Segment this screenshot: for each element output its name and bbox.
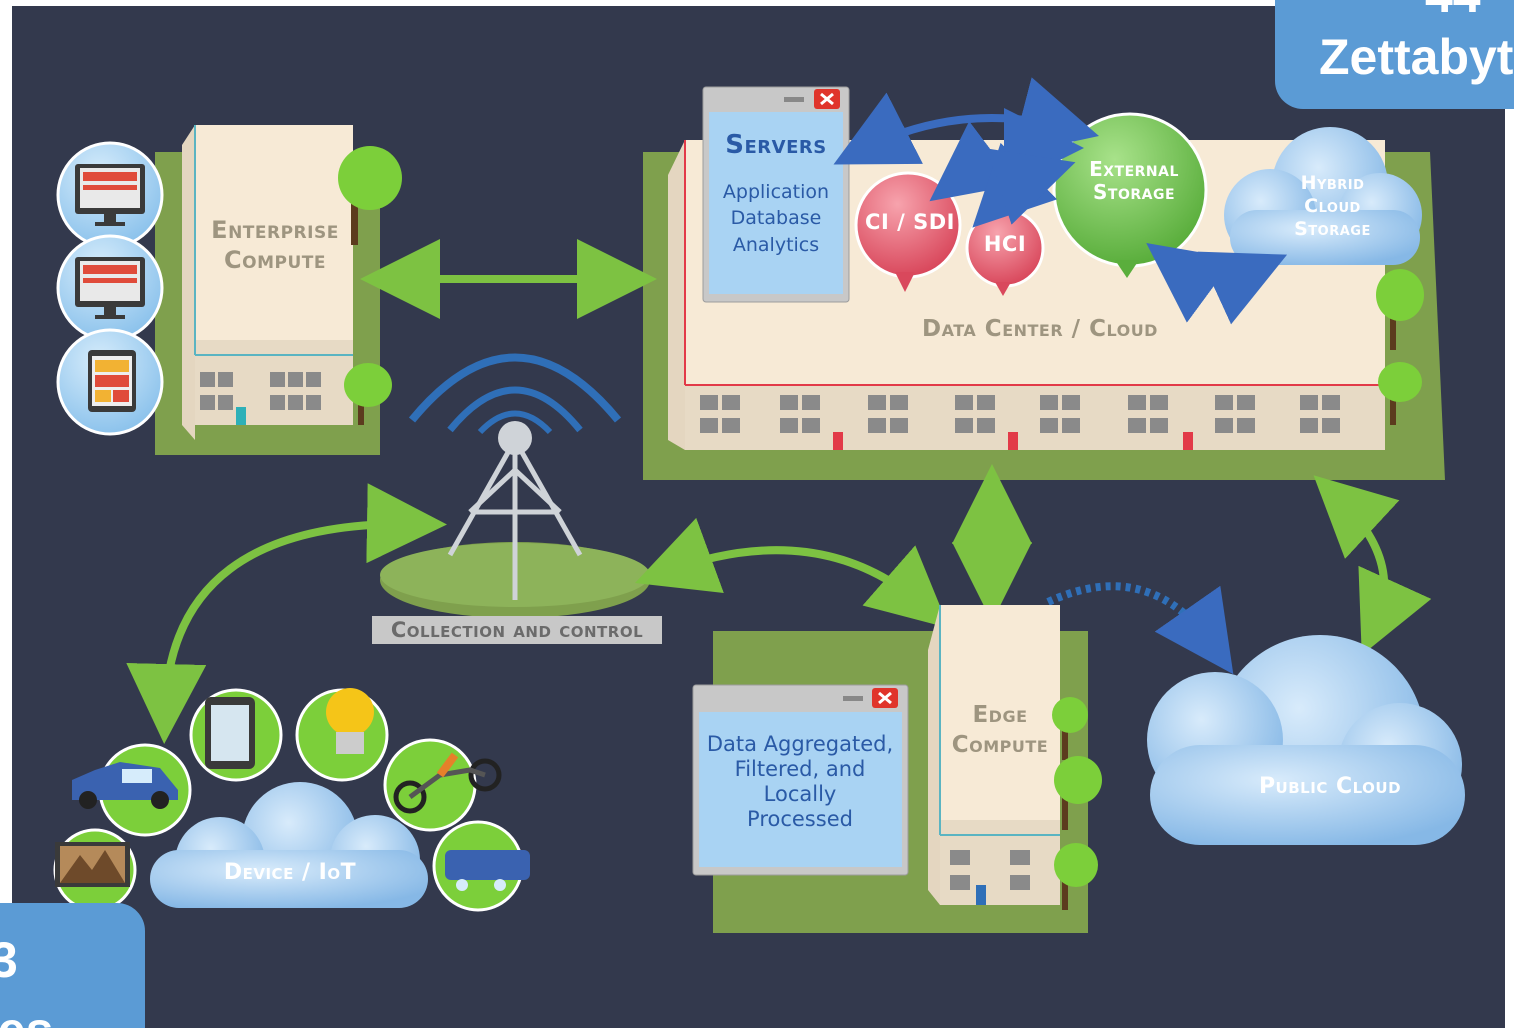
- public-cloud: [1147, 635, 1465, 845]
- phone-icon: [205, 697, 255, 769]
- edge-window-line3: Locally: [763, 782, 837, 806]
- edge-window-line4: Processed: [747, 807, 853, 831]
- external-storage-label: External Storage: [1065, 158, 1203, 204]
- laptop-icon: [55, 842, 130, 887]
- building-windows: [700, 395, 1340, 433]
- enterprise-devices: [56, 141, 164, 436]
- devices-badge: 3 ces: [0, 903, 145, 1028]
- collection-label: Collection and control: [372, 616, 662, 644]
- enterprise-label-line1: Enterprise: [211, 216, 339, 244]
- edge-label-line1: Edge: [972, 702, 1028, 728]
- edge-label-line2: Compute: [951, 732, 1049, 758]
- hybrid-cloud-line2: Cloud: [1304, 195, 1361, 217]
- hybrid-cloud-line1: Hybrid: [1300, 172, 1365, 194]
- servers-title: Servers: [725, 130, 827, 160]
- monitor-icon: [75, 164, 145, 226]
- ci-sdi-label: CI / SDI: [865, 210, 955, 234]
- collection-tower: [380, 353, 650, 618]
- external-storage-line2: Storage: [1092, 180, 1176, 204]
- edge-window-line1: Data Aggregated,: [706, 732, 894, 756]
- external-storage-line1: External: [1089, 157, 1179, 181]
- zettabytes-badge: 44 Zettabytes: [1275, 0, 1514, 109]
- enterprise-label-line2: Compute: [224, 246, 326, 274]
- devices-badge-unit: ces: [0, 1001, 53, 1028]
- network-arrows: [126, 464, 1432, 744]
- monitor-icon: [75, 257, 145, 319]
- zettabytes-badge-number: 44: [1425, 0, 1481, 24]
- motorcycle-icon: [393, 752, 502, 814]
- public-cloud-label: Public Cloud: [1258, 774, 1402, 799]
- hci-label: HCI: [983, 232, 1027, 256]
- servers-window: [702, 86, 850, 303]
- car-icon: [72, 762, 178, 809]
- hybrid-cloud-label: Hybrid Cloud Storage: [1260, 172, 1405, 241]
- tablet-icon: [88, 350, 136, 412]
- edge-window: [692, 684, 909, 876]
- servers-item-analytics: Analytics: [732, 234, 820, 256]
- lightbulb-icon: [326, 688, 374, 754]
- edge-window-text: Data Aggregated, Filtered, and Locally P…: [700, 732, 900, 832]
- servers-item-application: Application: [722, 181, 830, 203]
- devices-badge-number: 3: [0, 932, 18, 988]
- hybrid-cloud: [1224, 127, 1422, 265]
- data-center-label: Data Center / Cloud: [922, 316, 1158, 342]
- servers-item-database: Database: [730, 207, 822, 229]
- gamepad-icon: [445, 850, 530, 891]
- zettabytes-badge-unit: Zettabytes: [1319, 29, 1514, 85]
- edge-compute-label: Edge Compute: [935, 700, 1065, 760]
- storage-arrows: [833, 77, 1288, 325]
- edge-window-line2: Filtered, and: [734, 757, 866, 781]
- enterprise-building: [155, 125, 402, 455]
- device-iot-label: Device / IoT: [223, 860, 357, 885]
- hybrid-cloud-line3: Storage: [1294, 218, 1371, 240]
- enterprise-compute-label: Enterprise Compute: [190, 215, 360, 275]
